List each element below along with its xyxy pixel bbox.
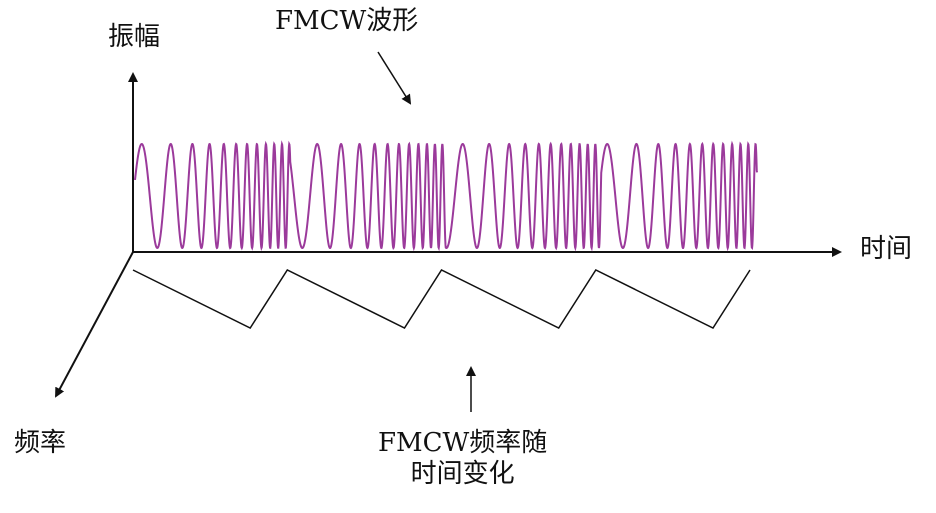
time-axis-label: 时间 [860, 234, 913, 264]
amplitude-axis-label: 振幅 [108, 22, 161, 52]
frequency-caption: FMCW频率随 时间变化 [378, 428, 547, 490]
frequency-axis [55, 251, 134, 398]
frequency-axis-label: 频率 [14, 428, 67, 458]
waveform-callout-arrow [377, 51, 412, 105]
frequency-caption-line1: FMCW频率随 [378, 428, 548, 458]
frequency-caption-line2: 时间变化 [410, 459, 515, 490]
frequency-sawtooth [132, 269, 751, 329]
fmcw-waveform [134, 140, 758, 252]
waveform-caption: FMCW波形 [275, 6, 419, 36]
